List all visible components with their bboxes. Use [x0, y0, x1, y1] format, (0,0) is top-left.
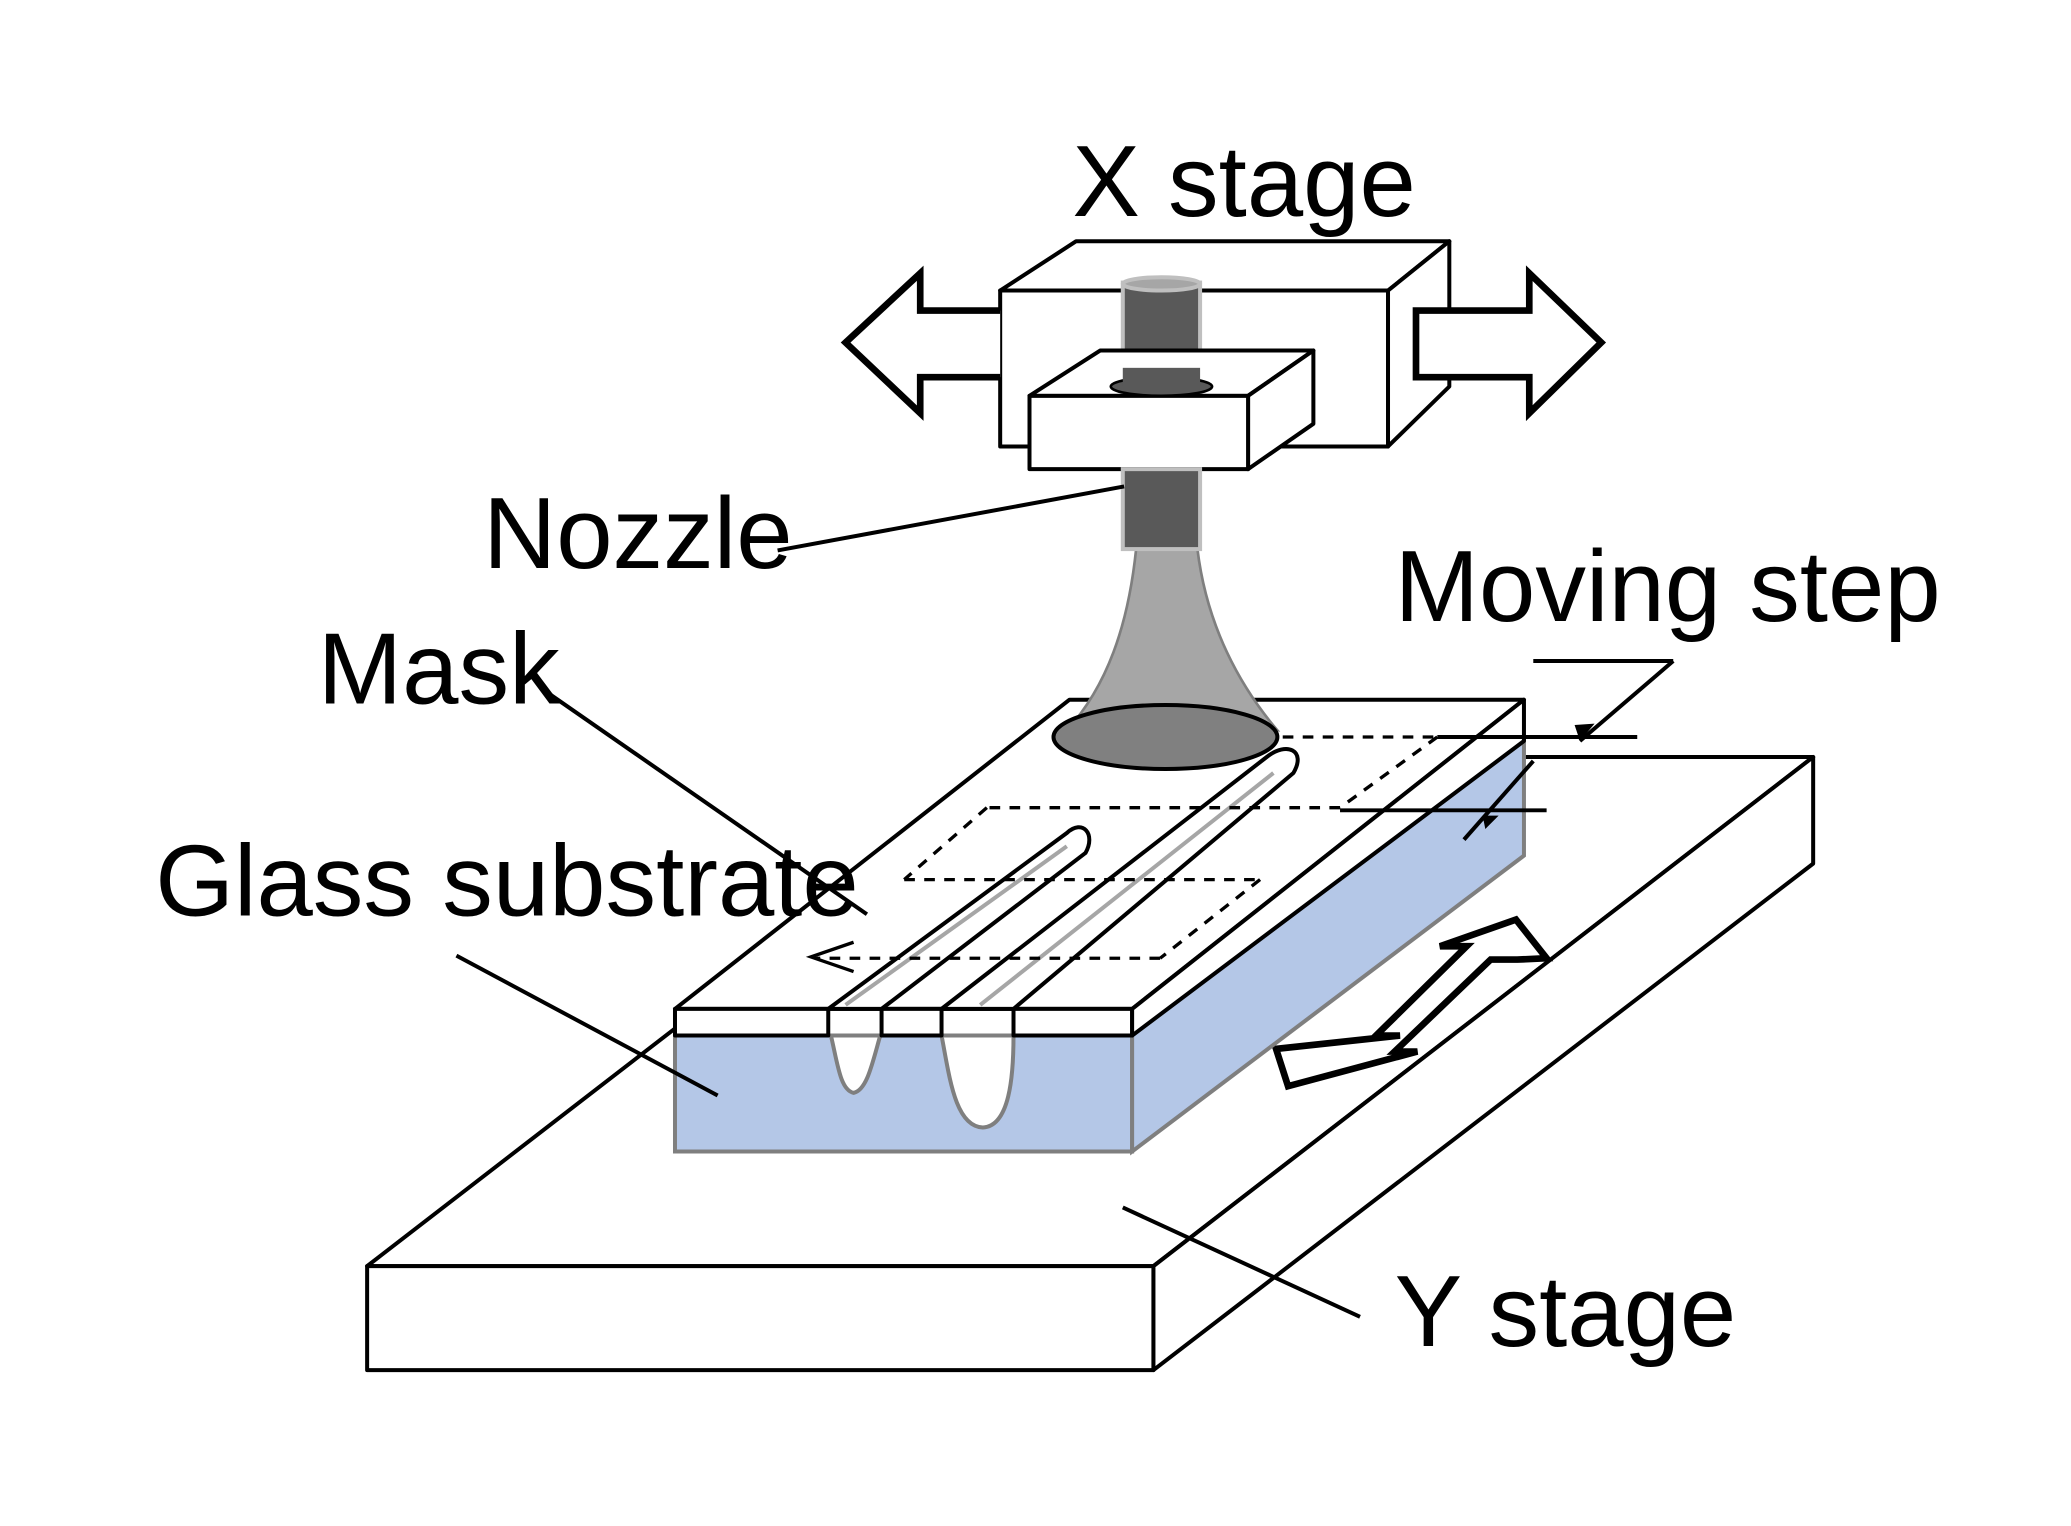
mask-slot-right [939, 747, 1300, 1011]
glass-leader [455, 953, 719, 1098]
nozzle-label: Nozzle [483, 477, 793, 590]
mask-label: Mask [318, 613, 560, 726]
scan-path [816, 735, 1439, 960]
y-stage-leader [1121, 1205, 1361, 1319]
step-arrow-down-icon [1574, 723, 1595, 742]
mask-leader [539, 686, 869, 916]
groove-right [939, 1033, 1016, 1130]
nozzle-leader [777, 484, 1125, 553]
slot-right-centerline [978, 771, 1275, 1007]
y-stage-right-side [1151, 755, 1816, 1373]
moving-step-label: Moving step [1395, 530, 1941, 643]
nozzle-lower [1120, 467, 1203, 552]
groove-left [828, 1033, 883, 1095]
y-stage-label: Y stage [1395, 1255, 1737, 1368]
mask-front-strip-1 [672, 1006, 831, 1038]
x-stage-top [998, 239, 1452, 293]
y-stage-move-arrow-icon [1271, 915, 1554, 1091]
x-stage-label: X stage [1072, 125, 1415, 238]
moving-step-indicator [1340, 659, 1675, 841]
x-stage-left-arrow-icon [840, 265, 1001, 421]
step-arrow-up-icon [1482, 815, 1499, 829]
mask-front-strip-2 [879, 1006, 944, 1038]
mask-front-strip-3 [1011, 1006, 1135, 1038]
nozzle-top-rim [1120, 275, 1203, 293]
x-stage-right-arrow-icon [1412, 265, 1607, 422]
mask-right-edge [1130, 697, 1526, 1038]
glass-substrate-label: Glass substrate [155, 825, 859, 938]
slot-left-centerline [844, 844, 1068, 1007]
spray-spot [1051, 703, 1280, 771]
leader-lines [455, 484, 1361, 1319]
scan-direction-arrow-icon [805, 940, 855, 974]
mask-slot-left [826, 825, 1092, 1011]
mask [672, 697, 1526, 1038]
glass-front-face [672, 1033, 1135, 1154]
y-stage-front [365, 1264, 1156, 1373]
nozzle-collar-body [1122, 367, 1201, 387]
